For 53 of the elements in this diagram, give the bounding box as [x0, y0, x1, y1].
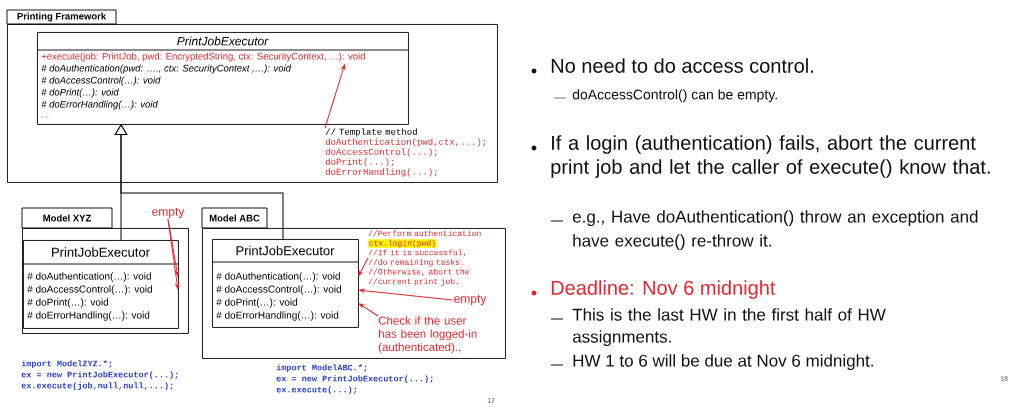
method-signature: # doAccessControl(…): void [27, 285, 152, 295]
arrow [324, 64, 346, 129]
package-name: Model ABC [209, 214, 260, 222]
package-frame [201, 207, 506, 359]
code-line: ex.execute(job,null,null,...); [21, 382, 173, 391]
arrow [359, 288, 453, 301]
method-signature: ... [42, 116, 49, 118]
class-box [22, 240, 179, 329]
code-comment: doAuthentication(pwd,ctx,...); doAccessControl(...); doPrint(...); doErrorHandling(...); [325, 138, 486, 177]
sub-bullet-text: This is the last HW in the first half of HW assignments. [572, 308, 886, 347]
code-line: ex.execute(...); [276, 386, 357, 395]
method-signature: # doErrorHandling(…): void [41, 100, 158, 110]
class-name: PrintJobExecutor [236, 245, 335, 256]
class-box [211, 239, 359, 328]
bullet-text: If a login (authentication) fails, abort the current print job and let the caller of execute() know that. [551, 135, 990, 178]
method-signature: # doPrint(…): void [216, 298, 298, 308]
code-line: import ModelZYZ.*; [21, 360, 112, 369]
sub-bullet-text: e.g., Have doAuthentication() throw an exception and have execute() re-throw it. [572, 210, 978, 251]
code-comment: //Perform authentication [368, 230, 481, 237]
code-comment: //If it is successful, //do remaining tasks. //Otherwise, abort the //current print job. [368, 249, 469, 286]
method-signature: +execute(job: PrintJob, pwd: EncryptedString, ctx: SecurityContext, …): void [41, 52, 365, 62]
method-signature: # doAccessControl(…): void [41, 76, 161, 86]
package-frame [6, 9, 498, 183]
callout-text: Check if the user has been logged-in (authenticated)., [378, 316, 477, 354]
class-box [36, 32, 409, 125]
method-signature: # doAuthentication(…): void [216, 272, 340, 282]
method-signature: # doErrorHandling(…): void [27, 311, 150, 321]
code-line: ex = new PrintJobExecutor(...); [276, 375, 433, 384]
class-name: PrintJobExecutor [177, 36, 269, 46]
arrow [358, 257, 369, 277]
callout-text: empty [152, 207, 185, 219]
code-comment: ctx.login(pwd) [368, 239, 437, 248]
method-signature: # doPrint(…): void [27, 298, 109, 308]
arrow [358, 303, 379, 317]
inheritance-arrow [114, 124, 284, 240]
method-signature: # doPrint(…): void [41, 88, 119, 98]
package-frame [21, 207, 189, 334]
code-line: import ModelABC.*; [276, 364, 367, 373]
deadline-text: Deadline: Nov 6 midnight [551, 280, 776, 299]
code-line: ex = new PrintJobExecutor(...); [21, 371, 178, 380]
method-signature: # doAuthentication(pwd: …., ctx: SecurityContext ,…): void [41, 64, 292, 74]
package-name: Printing Framework [17, 12, 107, 22]
package-name: Model XYZ [43, 214, 91, 222]
class-name: PrintJobExecutor [52, 247, 150, 257]
callout-text: empty [454, 294, 487, 306]
method-signature: # doAuthentication(…): void [27, 272, 151, 282]
code-comment: // Template method [325, 128, 417, 137]
method-signature: # doAccessControl(…): void [216, 285, 341, 295]
bullet-text: No need to do access control. [551, 58, 813, 73]
sub-bullet-text: doAccessControl() can be empty. [572, 89, 777, 103]
method-signature: # doErrorHandling(…): void [216, 311, 339, 321]
arrow [167, 218, 180, 290]
sub-bullet-text: HW 1 to 6 will be due at Nov 6 midnight. [573, 354, 873, 371]
